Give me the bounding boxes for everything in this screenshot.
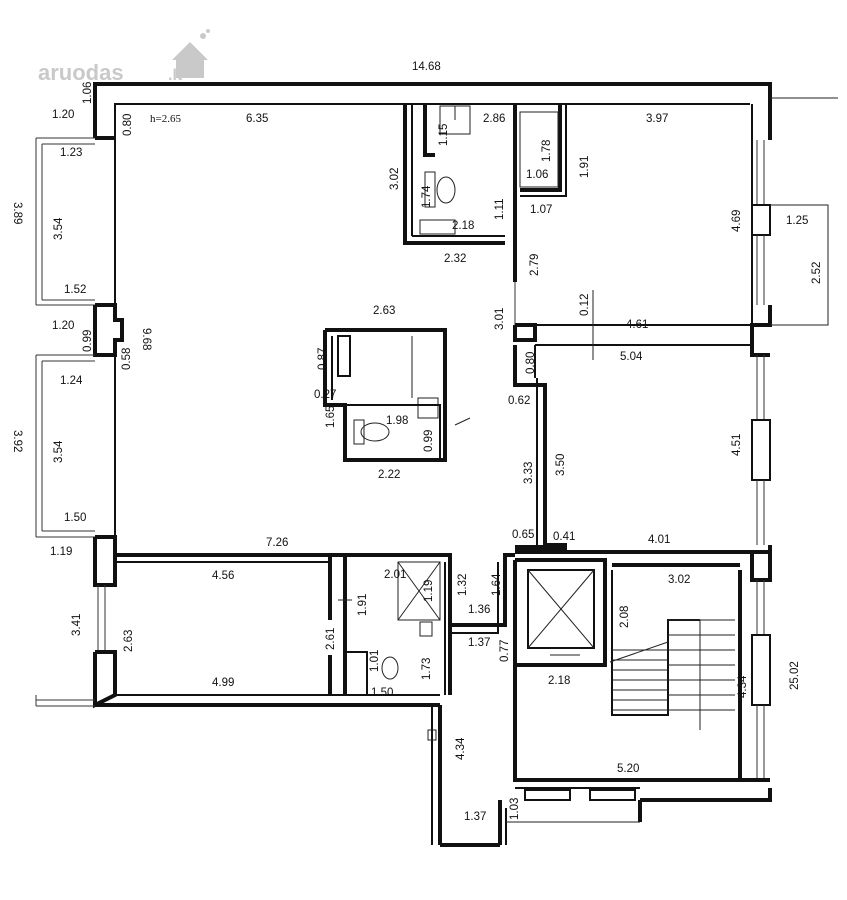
dim-room-397: 3.97 [646, 113, 668, 125]
dim-bath2-132: 1.32 [457, 574, 469, 596]
dim-stair-208: 2.08 [619, 606, 631, 628]
dim-room-504: 5.04 [620, 351, 643, 363]
dim-left-120a: 1.20 [52, 109, 74, 121]
dim-bedroom-456: 4.56 [212, 570, 234, 582]
dim-bath2-150: 1.50 [371, 687, 393, 699]
dim-left-354b: 3.54 [53, 440, 65, 463]
dim-bath-106: 1.06 [526, 169, 548, 181]
watermark-logo: aruodas .lt [38, 29, 210, 85]
dimension-labels: 14.68 1.06 1.20 0.80 h=2.65 6.35 1.23 3.… [11, 61, 823, 823]
dim-bath-232: 2.32 [444, 253, 466, 265]
dim-room-301: 3.01 [494, 308, 506, 330]
dim-wc-099: 0.99 [423, 430, 435, 452]
dim-left-392: 3.92 [11, 430, 23, 452]
dim-wc-165: 1.65 [325, 406, 337, 428]
dim-bath-178: 1.78 [541, 140, 553, 162]
dim-hall-077: 0.77 [499, 640, 511, 662]
dim-bedroom-341: 3.41 [71, 614, 83, 636]
dim-room-461: 4.61 [626, 319, 648, 331]
dim-room-top-635: 6.35 [246, 113, 268, 125]
dim-left-150: 1.50 [64, 512, 86, 524]
dim-stair-434: 4.34 [737, 675, 749, 698]
dim-top-left-106: 1.06 [82, 82, 94, 104]
interior-walls [115, 104, 772, 847]
dim-room-080: 0.80 [525, 352, 537, 374]
house-logo-icon [172, 29, 210, 78]
dim-bath2-119: 1.19 [423, 580, 435, 602]
dim-left-354a: 3.54 [53, 217, 65, 240]
outer-walls [35, 82, 838, 782]
dim-left-058: 0.58 [121, 348, 133, 370]
dim-corridor-103: 1.03 [509, 798, 521, 820]
dim-bath2-101: 1.01 [369, 650, 381, 672]
dim-hall-136: 1.36 [468, 604, 490, 616]
dim-left-123: 1.23 [60, 147, 82, 159]
watermark-text: aruodas [38, 60, 124, 85]
dim-bath2-173: 1.73 [421, 658, 433, 680]
dim-closet-191: 1.91 [357, 594, 369, 616]
dim-bath-279: 2.79 [529, 254, 541, 276]
dim-room-333: 3.33 [523, 462, 535, 484]
dim-bath-218: 2.18 [452, 220, 474, 232]
dim-wc-263: 2.63 [373, 305, 395, 317]
dim-overall-top: 14.68 [412, 61, 441, 73]
dim-bath2-201: 2.01 [384, 569, 406, 581]
dim-room-350: 3.50 [555, 454, 567, 476]
dim-balcony-252: 2.52 [811, 262, 823, 284]
dim-room-065: 0.65 [512, 529, 534, 541]
dim-bath-286: 2.86 [483, 113, 505, 125]
dim-wc-222: 2.22 [378, 469, 400, 481]
dim-left-080: 0.80 [122, 114, 134, 136]
stair-treads [609, 619, 735, 730]
dim-left-120b: 1.20 [52, 320, 74, 332]
dim-bath-302: 3.02 [389, 168, 401, 190]
dim-left-099: 0.99 [82, 330, 94, 352]
dim-room-062: 0.62 [508, 395, 530, 407]
dim-left-124: 1.24 [60, 375, 83, 387]
dim-hall-164: 1.64 [491, 573, 503, 596]
dim-balcony-125: 1.25 [786, 215, 808, 227]
dim-wc-027: 0.27 [314, 389, 336, 401]
dim-left-389: 3.89 [11, 202, 23, 224]
dim-closet-261: 2.61 [325, 628, 337, 650]
dim-left-119: 1.19 [50, 546, 72, 558]
dim-room-401: 4.01 [648, 534, 670, 546]
dim-room-469: 4.69 [731, 210, 743, 232]
dim-room-041: 0.41 [553, 531, 575, 543]
dim-room-012: 0.12 [579, 294, 591, 316]
ceiling-height: h=2.65 [150, 113, 181, 125]
dim-left-152: 1.52 [64, 284, 86, 296]
dim-bath-191: 1.91 [579, 156, 591, 178]
dim-bath-115: 1.15 [438, 124, 450, 146]
dim-hall-137a: 1.37 [468, 637, 490, 649]
dim-bedroom-726: 7.26 [266, 537, 288, 549]
dim-bedroom-499: 4.99 [212, 677, 234, 689]
dim-wc-087: 0.87 [317, 348, 329, 370]
dim-stair-302: 3.02 [668, 574, 690, 586]
dim-lift-218: 2.18 [548, 675, 570, 687]
dim-bedroom-263: 2.63 [123, 630, 135, 652]
dim-corridor-434: 4.34 [455, 737, 467, 760]
dim-bath-111: 1.11 [494, 198, 506, 220]
dim-left-968: 9.68 [140, 328, 152, 350]
dim-corridor-137: 1.37 [464, 811, 486, 823]
dim-wc-198: 1.98 [386, 415, 408, 427]
dim-room-451: 4.51 [731, 434, 743, 456]
dim-bath-107: 1.07 [530, 204, 552, 216]
dim-right-2502: 25.02 [789, 661, 801, 690]
dim-bath-174: 1.74 [421, 185, 433, 208]
dim-corridor-520: 5.20 [617, 763, 639, 775]
